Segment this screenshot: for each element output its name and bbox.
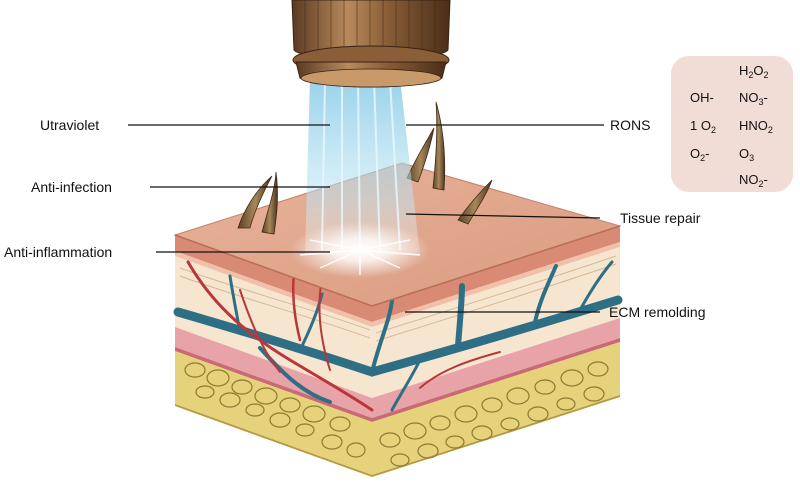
species-superoxide: O2- bbox=[690, 146, 710, 163]
label-anti-inflammation: Anti-inflammation bbox=[4, 244, 113, 260]
label-anti-infection: Anti-infection bbox=[31, 179, 112, 195]
label-utraviolet: Utraviolet bbox=[40, 117, 100, 133]
label-ecm-remolding: ECM remolding bbox=[609, 304, 706, 320]
rons-species-box bbox=[671, 56, 793, 192]
hairs bbox=[237, 101, 493, 235]
veins bbox=[173, 260, 623, 412]
species-h2o2: H2O2 bbox=[739, 63, 769, 80]
tissue-repair-leader bbox=[405, 213, 601, 219]
species-hno2: HNO2 bbox=[739, 118, 773, 135]
plasma-device bbox=[291, 0, 451, 88]
species-singlet-oxygen: 1 O2 bbox=[690, 118, 716, 135]
species-no2: NO2- bbox=[739, 172, 768, 189]
label-rons: RONS bbox=[610, 117, 651, 133]
leader-lines bbox=[128, 124, 604, 313]
species-no3: NO3- bbox=[739, 90, 768, 107]
label-tissue-repair: Tissue repair bbox=[620, 210, 701, 226]
species-ozone: O3 bbox=[739, 146, 755, 163]
plasma-beam bbox=[290, 78, 430, 278]
fat-lobules bbox=[184, 361, 609, 467]
species-oh: OH- bbox=[690, 90, 714, 105]
